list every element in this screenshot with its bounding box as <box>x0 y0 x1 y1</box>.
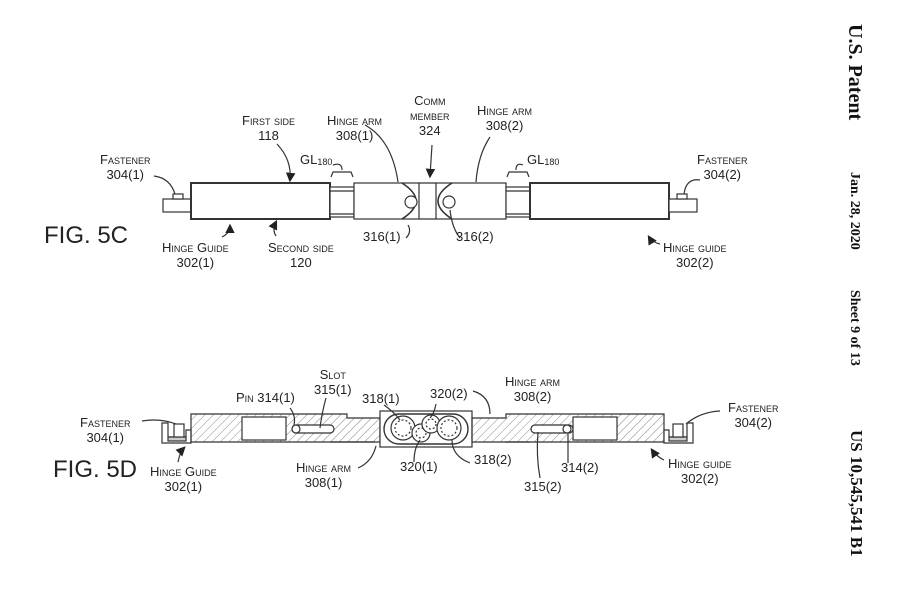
fastener-2-head <box>676 193 688 200</box>
fig-5c-title: FIG. 5C <box>44 222 129 249</box>
fig5c-hinge-arm-1-label: Hinge arm 308(1) <box>327 113 383 143</box>
fig5d-pin-2-label: 314(2) <box>561 460 599 475</box>
fig5c-hinge-arm-2-label: Hinge arm 308(2) <box>477 103 533 133</box>
fastener-1-base <box>162 198 192 213</box>
fig5d-gear-318-2-label: 318(2) <box>474 452 512 467</box>
fastener-1-head <box>173 423 185 438</box>
fig5d-hinge-arm-2-label: Hinge arm 308(2) <box>505 374 561 404</box>
fig5c-gl-1-label: GL180 <box>300 152 333 167</box>
hinge-arm-1-window <box>241 416 287 441</box>
fig5c-first-side-label: First side 118 <box>242 113 296 143</box>
fastener-2-base <box>668 198 698 213</box>
fig5d-drawing <box>141 390 721 479</box>
fig5c-drawing <box>153 124 701 246</box>
fig5d-hinge-guide-2-label: Hinge guide 302(2) <box>668 456 732 486</box>
hinge-arm-2-window <box>572 416 618 441</box>
fig5c-comm-member-label: Comm member 324 <box>410 93 450 138</box>
gl-gap-1 <box>329 186 355 218</box>
fig5c-pivot-2-label: 316(2) <box>456 229 494 244</box>
hinge-guide-1 <box>190 182 331 220</box>
fig5d-pin-1-label: Pin 314(1) <box>236 390 295 405</box>
fig5d-fastener-2-label: Fastener 304(2) <box>728 400 779 430</box>
pivot-316-1 <box>404 195 418 209</box>
fig5c-fastener-1-label: Fastener 304(1) <box>100 152 151 182</box>
fig5c-hinge-guide-1-label: Hinge Guide 302(1) <box>162 240 229 270</box>
fig5c-second-side-label: Second side 120 <box>268 240 334 270</box>
slot-315-2 <box>530 424 574 434</box>
fastener-2-head <box>672 423 684 438</box>
fig-5d-title: FIG. 5D <box>53 456 138 483</box>
pin-314-2 <box>562 424 572 434</box>
gl-gap-2 <box>505 186 531 218</box>
pin-314-1 <box>291 424 301 434</box>
fig5d-gear-320-2-label: 320(2) <box>430 386 468 401</box>
gear-320-2 <box>421 414 441 434</box>
fig5d-slot-2-label: 315(2) <box>524 479 562 494</box>
fig5d-gear-318-1-label: 318(1) <box>362 391 400 406</box>
fig5c-hinge-guide-2-label: Hinge guide 302(2) <box>663 240 727 270</box>
fig5d-slot-1-label: Slot 315(1) <box>314 367 352 397</box>
hinge-guide-2 <box>529 182 670 220</box>
fastener-1-head <box>172 193 184 200</box>
fig5d-gear-320-1-label: 320(1) <box>400 459 438 474</box>
fig5c-gl-2-label: GL180 <box>527 152 560 167</box>
fig5d-hinge-arm-1-label: Hinge arm 308(1) <box>296 460 352 490</box>
gear-318-2 <box>436 415 462 441</box>
pivot-316-2 <box>442 195 456 209</box>
fig5c-fastener-2-label: Fastener 304(2) <box>697 152 748 182</box>
fig5c-pivot-1-label: 316(1) <box>363 229 401 244</box>
fig5d-hinge-guide-1-label: Hinge Guide 302(1) <box>150 464 217 494</box>
gear-318-1 <box>390 415 416 441</box>
fig5d-fastener-1-label: Fastener 304(1) <box>80 415 131 445</box>
